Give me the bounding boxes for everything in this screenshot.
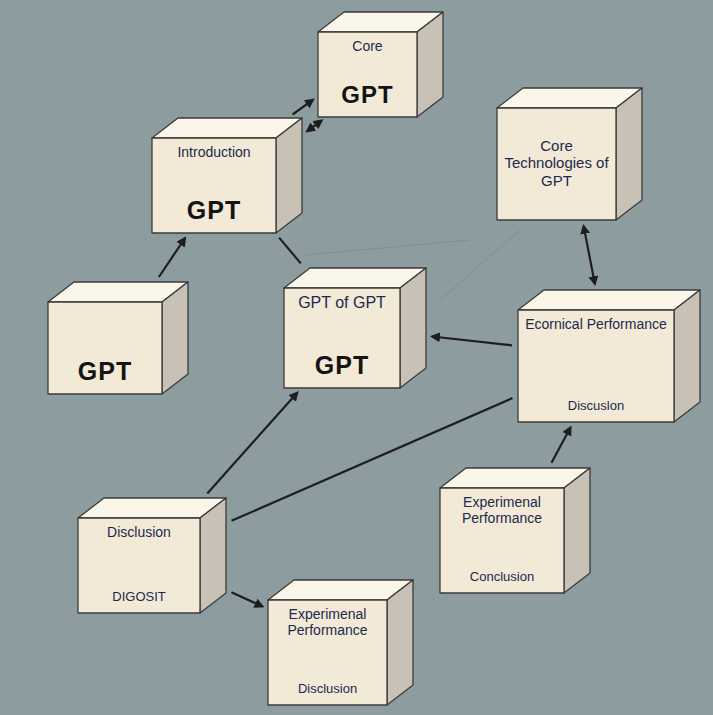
- cube-front: [518, 310, 674, 422]
- cube-side: [417, 12, 443, 117]
- cube-box: DisclusionDIGOSIT: [78, 498, 226, 613]
- cube-side: [564, 468, 590, 593]
- connector-arrow: [432, 337, 512, 346]
- cube-label: Disclusion: [298, 682, 357, 697]
- cube-front: [78, 518, 200, 613]
- cube-side: [162, 282, 188, 394]
- cube-box: IntroductionGPT: [152, 118, 302, 233]
- connector-arrow: [293, 100, 314, 115]
- cube-side: [674, 290, 700, 422]
- cube-title: Disclusion: [107, 524, 171, 540]
- cube-front: [318, 32, 417, 117]
- cube-side: [387, 580, 413, 705]
- cube-box: Experimenal PerformanceDisclusion: [268, 580, 413, 705]
- guide-line: [440, 230, 520, 300]
- guide-line: [305, 240, 470, 255]
- connector-arrow: [279, 238, 301, 264]
- cube-front: [152, 138, 276, 233]
- cube-label: DIGOSIT: [112, 590, 165, 605]
- cube-title: Ecornical Performance: [525, 316, 667, 332]
- connector-arrow: [552, 427, 571, 462]
- cube-face: Experimenal PerformanceConclusion: [440, 488, 564, 593]
- cube-side: [200, 498, 226, 613]
- cube-face: DisclusionDIGOSIT: [78, 518, 200, 613]
- connector-arrow: [207, 393, 297, 494]
- cube-face: Experimenal PerformanceDisclusion: [268, 600, 387, 705]
- cube-label: Conclusion: [470, 570, 534, 585]
- cube-front: [440, 488, 564, 593]
- cube-box: Experimenal PerformanceConclusion: [440, 468, 590, 593]
- cube-title: GPT: [78, 357, 132, 386]
- cube-side: [616, 88, 642, 220]
- connector-arrow: [307, 121, 322, 132]
- cube-front: [48, 302, 162, 394]
- cube-front: [268, 600, 387, 705]
- connector-arrow: [231, 592, 262, 606]
- cube-box: GPT of GPT GPT: [284, 268, 426, 388]
- cube-face: IntroductionGPT: [152, 138, 276, 233]
- cube-label: GPT: [341, 81, 393, 109]
- cube-front: [284, 288, 400, 388]
- cube-title: Core Technologies of GPT: [503, 137, 610, 189]
- cube-side: [400, 268, 426, 388]
- cube-face: Ecornical PerformanceDiscuslon: [518, 310, 674, 422]
- cube-box: GPT: [48, 282, 188, 394]
- cube-top: [518, 290, 700, 310]
- cube-box: Ecornical PerformanceDiscuslon: [518, 290, 700, 422]
- cube-label: GPT: [315, 351, 369, 380]
- cube-front: [497, 108, 616, 220]
- cube-face: GPT: [48, 302, 162, 394]
- cube-title: Experimenal Performance: [446, 494, 558, 526]
- cube-face: GPT of GPT GPT: [284, 288, 400, 388]
- cube-title: GPT of GPT: [298, 294, 386, 312]
- cube-box: CoreGPT: [318, 12, 443, 117]
- cube-title: Introduction: [177, 144, 250, 160]
- cube-box: Core Technologies of GPT: [497, 88, 642, 220]
- cube-label: Discuslon: [568, 399, 624, 414]
- cube-label: GPT: [187, 196, 241, 225]
- cube-title: Experimenal Performance: [274, 606, 381, 638]
- cube-face: CoreGPT: [318, 32, 417, 117]
- cube-title: Core: [352, 38, 382, 54]
- cube-face: Core Technologies of GPT: [497, 108, 616, 220]
- connector-arrow: [584, 226, 595, 284]
- connector-arrow: [159, 238, 185, 277]
- cube-side: [276, 118, 302, 233]
